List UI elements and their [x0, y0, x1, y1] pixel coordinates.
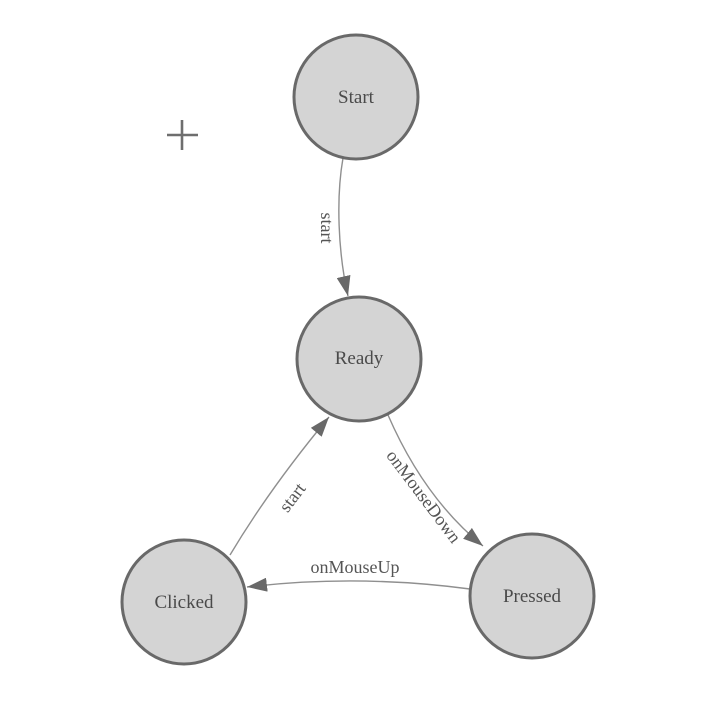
state-node-pressed[interactable]: Pressed: [468, 532, 596, 660]
state-node-ready-circle: [295, 295, 423, 423]
edge-pressed-to-clicked-line[interactable]: [246, 577, 471, 592]
edge-clicked-to-ready[interactable]: start: [229, 416, 330, 556]
edge-start-to-ready-line[interactable]: [336, 157, 351, 297]
edge-start-to-ready[interactable]: start: [317, 157, 351, 297]
edge-label-clicked-to-ready[interactable]: start: [275, 479, 310, 516]
state-node-pressed-circle: [468, 532, 596, 660]
state-node-clicked-label: Clicked: [154, 592, 214, 613]
state-node-start-circle: [292, 33, 420, 161]
edge-clicked-to-ready-line[interactable]: [229, 416, 330, 556]
edge-ready-to-pressed[interactable]: onMouseDown: [382, 414, 484, 547]
edge-label-pressed-to-clicked[interactable]: onMouseUp: [311, 557, 400, 577]
plus-marker-icon: [167, 120, 198, 150]
state-node-clicked[interactable]: Clicked: [120, 538, 248, 666]
edge-label-ready-to-pressed[interactable]: onMouseDown: [382, 446, 465, 547]
edge-ready-to-pressed-line[interactable]: [387, 414, 484, 547]
state-node-clicked-circle: [120, 538, 248, 666]
state-node-pressed-label: Pressed: [503, 586, 562, 607]
state-node-start[interactable]: Start: [292, 33, 420, 161]
state-node-ready[interactable]: Ready: [295, 295, 423, 423]
edge-label-start-to-ready[interactable]: start: [317, 213, 337, 244]
edge-pressed-to-clicked[interactable]: onMouseUp: [246, 557, 471, 592]
state-node-ready-label: Ready: [335, 348, 384, 369]
state-node-start-label: Start: [338, 87, 375, 108]
